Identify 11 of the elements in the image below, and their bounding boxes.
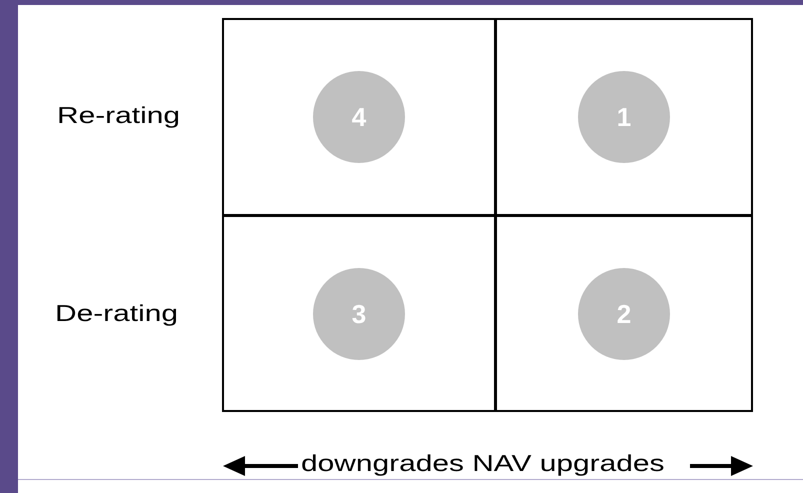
axis-label: downgrades NAV upgrades [301,452,664,475]
quadrant-number: 3 [352,300,366,326]
row-label: De-rating [55,302,178,325]
quadrant-number: 1 [616,104,632,130]
row-label: Re-rating [57,104,180,127]
grid-cell [495,215,753,412]
grid-cell [222,18,496,216]
grid-cell [495,18,753,216]
quadrant-number: 2 [616,300,632,326]
quadrant-number: 4 [352,104,366,130]
grid-cell [222,215,496,412]
